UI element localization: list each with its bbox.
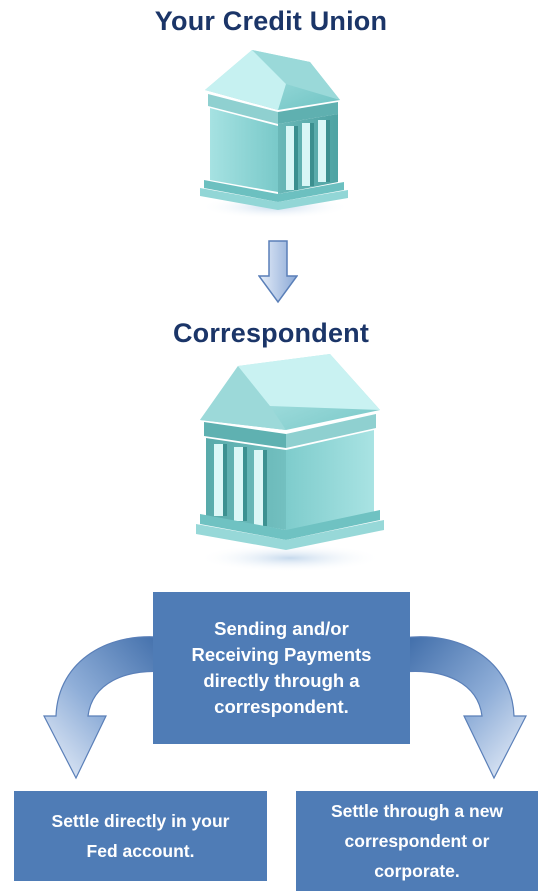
correspondent-label: Correspondent: [172, 318, 370, 348]
center-box-line: Sending and/or: [214, 618, 349, 639]
down-arrow-icon: [258, 240, 298, 304]
credit-union-label: Your Credit Union: [154, 6, 388, 36]
settle-new-correspondent-box: Settle through a new correspondent or co…: [296, 791, 538, 891]
curved-arrow-right-icon: [401, 636, 527, 780]
correspondent-payments-box: Sending and/or Receiving Payments direct…: [153, 592, 410, 744]
bank-building-icon: [200, 50, 350, 219]
center-box-line: directly through a: [203, 670, 360, 691]
center-box-line: correspondent.: [214, 696, 349, 717]
bank-building-icon: [196, 354, 384, 572]
settle-fed-account-box: Settle directly in your Fed account.: [14, 791, 267, 881]
right-box-line: Settle through a new: [330, 801, 504, 821]
right-box-line: corporate.: [374, 861, 460, 881]
center-box-line: Receiving Payments: [191, 644, 372, 665]
curved-arrow-left-icon: [43, 636, 169, 780]
right-box-line: correspondent or: [344, 831, 490, 851]
left-box-line: Settle directly in your: [51, 811, 230, 831]
left-box-line: Fed account.: [86, 841, 195, 861]
